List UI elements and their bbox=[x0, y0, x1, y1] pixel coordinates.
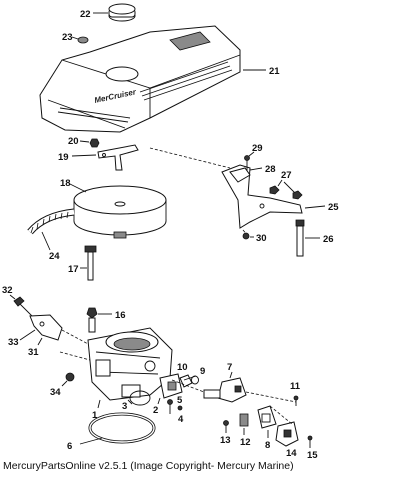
part-4-screw bbox=[177, 405, 183, 411]
part-18-flame-arrestor bbox=[73, 185, 167, 239]
part-23-grommet bbox=[77, 36, 89, 44]
callout-26: 26 bbox=[323, 234, 334, 245]
callout-25: 25 bbox=[328, 202, 339, 213]
callout-6: 6 bbox=[67, 441, 72, 452]
callout-31: 31 bbox=[28, 347, 39, 358]
callout-27: 27 bbox=[281, 170, 292, 181]
callout-34: 34 bbox=[50, 387, 61, 398]
part-24-vent-hose bbox=[27, 208, 75, 235]
callout-32: 32 bbox=[2, 285, 13, 296]
part-27-nut bbox=[269, 185, 280, 195]
callout-33: 33 bbox=[8, 337, 19, 348]
part-19-bracket bbox=[97, 144, 139, 171]
callout-12: 12 bbox=[240, 437, 251, 448]
part-11-screw bbox=[293, 395, 299, 406]
callout-10: 10 bbox=[177, 362, 188, 373]
part-5-screw bbox=[167, 399, 173, 414]
part-32-screw bbox=[13, 296, 33, 317]
part-17-stud bbox=[84, 245, 97, 281]
callout-3: 3 bbox=[122, 401, 127, 412]
part-9-o-ring bbox=[191, 375, 199, 385]
callout-8: 8 bbox=[265, 440, 270, 451]
callout-14: 14 bbox=[286, 448, 297, 459]
callout-28: 28 bbox=[265, 164, 276, 175]
callout-24: 24 bbox=[49, 251, 60, 262]
callout-7: 7 bbox=[227, 362, 232, 373]
part-20-nut bbox=[89, 138, 100, 148]
part-31-throttle-lever bbox=[29, 314, 63, 341]
copyright-footer: MercuryPartsOnline v2.5.1 (Image Copyrig… bbox=[3, 460, 294, 472]
part-34-nut bbox=[65, 372, 75, 382]
part-13-screw bbox=[223, 420, 229, 433]
part-30-washer bbox=[242, 232, 250, 240]
part-22-cap bbox=[108, 3, 136, 22]
callout-15: 15 bbox=[307, 450, 318, 461]
callout-18: 18 bbox=[60, 178, 71, 189]
callout-20: 20 bbox=[68, 136, 79, 147]
part-3-gasket bbox=[129, 390, 151, 406]
callout-23: 23 bbox=[62, 32, 73, 43]
callout-1: 1 bbox=[92, 410, 98, 421]
part-16-fitting bbox=[86, 307, 98, 333]
callout-17: 17 bbox=[68, 264, 79, 275]
part-10-fitting bbox=[179, 374, 197, 388]
callout-11: 11 bbox=[290, 381, 301, 392]
callout-21: 21 bbox=[269, 66, 280, 77]
callout-16: 16 bbox=[115, 310, 126, 321]
part-12-gasket bbox=[239, 413, 249, 427]
part-14-sensor bbox=[275, 421, 299, 447]
part-1-throttle-body bbox=[59, 327, 173, 401]
part-6-gasket bbox=[88, 412, 156, 444]
part-28-clip bbox=[229, 167, 251, 183]
callout-30: 30 bbox=[256, 233, 267, 244]
part-8-adapter bbox=[257, 405, 277, 429]
part-26-stud bbox=[295, 219, 305, 257]
part-7-valve bbox=[203, 377, 247, 403]
callout-5: 5 bbox=[177, 395, 183, 406]
part-2-sensor bbox=[159, 373, 183, 399]
callout-9: 9 bbox=[200, 366, 205, 377]
callout-13: 13 bbox=[220, 435, 231, 446]
callout-4: 4 bbox=[178, 414, 184, 425]
callout-22: 22 bbox=[80, 9, 91, 20]
callout-29: 29 bbox=[252, 143, 263, 154]
part-15-screw bbox=[307, 435, 313, 448]
part-29-screw bbox=[244, 155, 250, 161]
part-21-engine-cover: MerCruiser bbox=[39, 25, 241, 133]
callout-19: 19 bbox=[58, 152, 69, 163]
part-25-bracket bbox=[221, 164, 303, 229]
callout-2: 2 bbox=[153, 405, 158, 416]
